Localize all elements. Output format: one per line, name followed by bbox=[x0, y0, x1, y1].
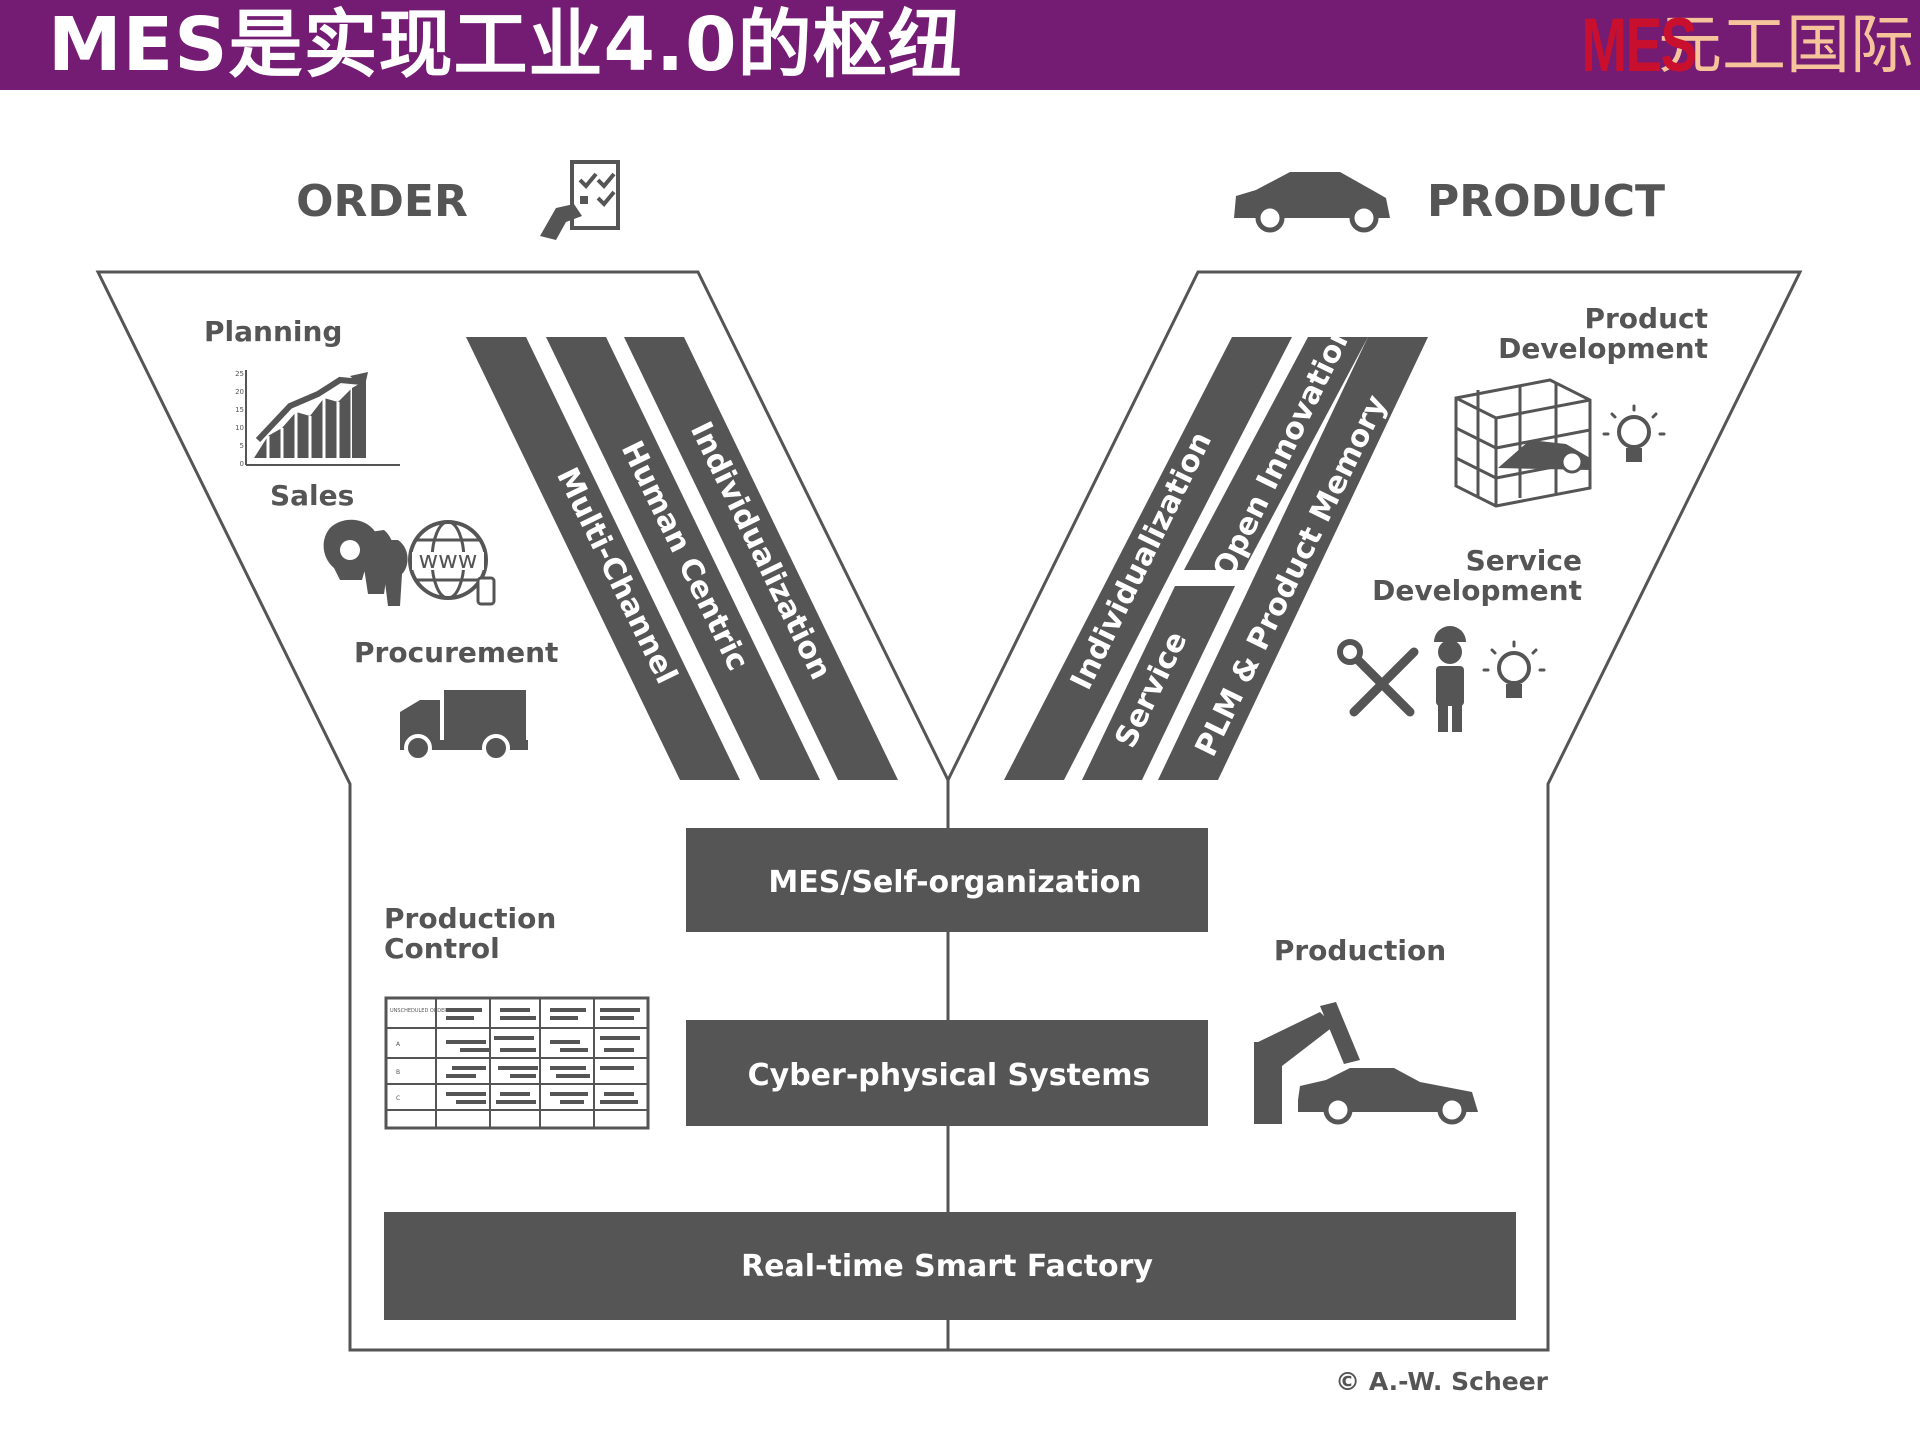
checklist-icon bbox=[540, 160, 620, 240]
y-funnel-outline bbox=[95, 270, 1803, 1352]
left-stripe-multi-channel bbox=[466, 337, 740, 780]
right-stripe-individualization bbox=[1004, 337, 1292, 780]
cyber-physical-systems-box bbox=[686, 1020, 1208, 1126]
header-bar: MES是实现工业4.0的枢纽 MES 元工国际 bbox=[0, 0, 1920, 90]
lightbulb-icon bbox=[1602, 404, 1666, 462]
car-icon bbox=[1234, 172, 1390, 233]
customers-globe-icon: www bbox=[323, 519, 496, 606]
right-stripe-open-innovation bbox=[1184, 337, 1368, 570]
mes-self-organization-box bbox=[686, 828, 1208, 932]
page-title: MES是实现工业4.0的枢纽 bbox=[48, 2, 963, 88]
table-row-c: C bbox=[396, 1095, 400, 1102]
planning-tick-25: 25 bbox=[235, 370, 244, 378]
table-row-b: B bbox=[396, 1069, 400, 1076]
procurement-label: Procurement bbox=[354, 636, 558, 669]
planning-tick-5: 5 bbox=[240, 442, 244, 450]
logo-mes-text: MES bbox=[1581, 3, 1698, 88]
left-stripe-individualization bbox=[624, 337, 898, 780]
schedule-table-icon: UNSCHEDULED ORDERS A B C bbox=[384, 996, 650, 1130]
lightbulb-icon-service bbox=[1482, 640, 1546, 698]
production-control-label-2: Control bbox=[384, 932, 500, 965]
sales-label: Sales bbox=[270, 479, 354, 512]
service-development-label-1: Service bbox=[1466, 544, 1582, 577]
planning-tick-0: 0 bbox=[240, 460, 244, 468]
real-time-smart-factory-label: Real-time Smart Factory bbox=[741, 1249, 1153, 1284]
production-label: Production bbox=[1274, 934, 1446, 967]
robot-arm-car-icon bbox=[1254, 1002, 1478, 1125]
right-stripe-service bbox=[1082, 586, 1235, 780]
production-control-label-1: Production bbox=[384, 902, 556, 935]
3d-car-design-icon bbox=[1454, 378, 1592, 508]
cyber-physical-systems-label: Cyber-physical Systems bbox=[748, 1058, 1151, 1093]
growth-chart-icon: 25 20 15 10 5 0 bbox=[235, 370, 400, 468]
planning-tick-20: 20 bbox=[235, 388, 244, 396]
product-development-label-1: Product bbox=[1584, 302, 1708, 335]
product-heading: PRODUCT bbox=[1427, 176, 1665, 227]
worker-icon bbox=[1434, 626, 1466, 732]
truck-icon bbox=[400, 690, 528, 762]
planning-label: Planning bbox=[204, 315, 342, 348]
planning-tick-15: 15 bbox=[235, 406, 244, 414]
right-stripe-plm bbox=[1158, 337, 1428, 780]
mes-self-organization-label: MES/Self-organization bbox=[768, 865, 1141, 900]
tools-icon bbox=[1337, 639, 1419, 717]
brand-logo: MES 元工国际 bbox=[1537, 6, 1914, 86]
table-row-a: A bbox=[396, 1041, 401, 1048]
planning-tick-10: 10 bbox=[235, 424, 244, 432]
www-label: www bbox=[419, 546, 478, 574]
real-time-smart-factory-box bbox=[384, 1212, 1516, 1320]
service-development-label-2: Development bbox=[1372, 574, 1582, 607]
product-development-label-2: Development bbox=[1498, 332, 1708, 365]
table-header-text: UNSCHEDULED ORDERS bbox=[390, 1008, 451, 1014]
left-stripe-human-centric bbox=[546, 337, 820, 780]
order-heading: ORDER bbox=[296, 176, 468, 227]
copyright-text: © A.-W. Scheer bbox=[1335, 1367, 1549, 1396]
logo-cn-text: 元工国际 bbox=[1658, 9, 1914, 83]
